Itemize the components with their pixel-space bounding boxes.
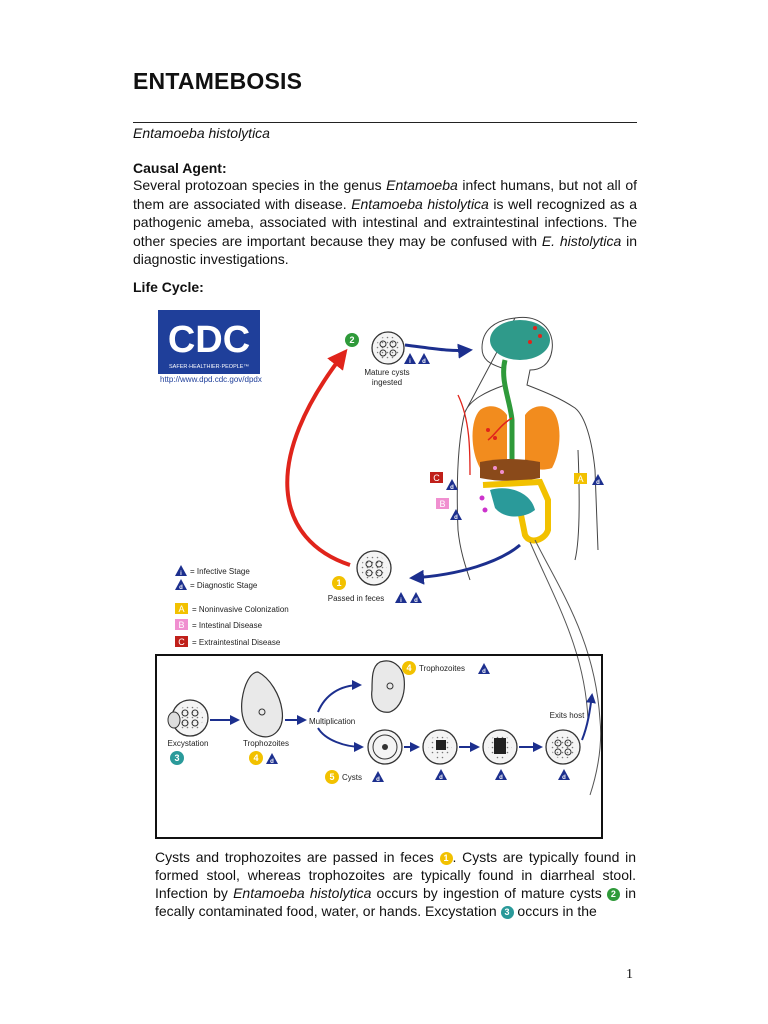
svg-text:B: B [439,499,445,509]
cdc-logo-text: CDC [168,319,250,361]
stage-5-badge [325,770,339,784]
trophozoite-4-image [371,660,405,713]
stage-3-badge [170,751,184,765]
svg-text:d: d [414,598,418,604]
marker-b [436,498,449,509]
stage-2-inline-badge: 2 [606,888,620,901]
svg-text:d: d [179,585,183,591]
stage-1-inline-badge: 1 [439,852,453,865]
stage-2-badge [345,333,359,347]
trophozoite-image [241,671,284,738]
svg-text:d: d [562,775,566,781]
legend-infective: = Infective Stage [190,567,250,576]
cdc-logo: CDC SAFER·HEALTHIER·PEOPLE™ [158,310,260,374]
causal-agent-paragraph: Several protozoan species in the genus E… [133,177,638,267]
red-cycle-arrow [285,348,351,567]
life-cycle-heading: Life Cycle: [133,279,204,295]
stage-3-inline-badge: 3 [500,906,514,919]
svg-text:A: A [577,474,583,484]
cysts-label: Cysts [342,773,362,782]
intestinal-stage-box [155,654,603,839]
svg-text:B: B [178,620,184,630]
exits-host-label: Exits host [550,711,585,720]
legend-diagnostic: = Diagnostic Stage [190,581,258,590]
description-paragraph: Cysts and trophozoites are passed in fec… [155,849,637,919]
svg-text:3: 3 [174,753,179,763]
page-title: ENTAMEBOSIS [133,68,303,94]
svg-text:d: d [422,359,426,365]
title-rule [133,122,637,123]
passed-in-feces-label: Passed in feces [328,594,384,603]
svg-text:d: d [499,775,503,781]
human-body-figure [456,316,599,581]
colon-organ [482,478,551,544]
cyst-stages-row [367,729,581,765]
multiplication-label: Multiplication [309,717,355,726]
trophozoites-4-label: Trophozoites [419,664,465,673]
mature-cyst-image [371,331,405,365]
trophozoites-label: Trophozoites [243,739,289,748]
marker-a [574,473,587,484]
legend-intestinal: = Intestinal Disease [192,621,263,630]
organism-name: Entamoeba histolytica [133,125,270,141]
cdc-tagline: SAFER·HEALTHIER·PEOPLE™ [169,364,249,370]
svg-text:4: 4 [406,663,411,673]
svg-text:A: A [178,604,184,614]
svg-text:C: C [433,473,440,483]
causal-agent-heading: Causal Agent: [133,160,227,176]
life-cycle-diagram: CDC SAFER·HEALTHIER·PEOPLE™ http://www.d… [155,310,604,839]
svg-text:d: d [439,775,443,781]
cdc-url: http://www.dpd.cdc.gov/dpdx [160,375,262,384]
excystation-image [167,699,209,737]
svg-text:i: i [400,598,402,604]
feces-arrow [409,543,521,585]
mature-cysts-label: Mature cysts [364,368,409,377]
stage-1-badge [332,576,346,590]
stage-4b-badge [402,661,416,675]
svg-text:d: d [376,777,380,783]
diagram-legend: i = Infective Stage d = Diagnostic Stage… [175,565,289,647]
ingestion-arrow [404,343,473,359]
svg-text:5: 5 [329,772,334,782]
svg-text:d: d [270,759,274,765]
legend-extraintestinal: = Extraintestinal Disease [192,638,281,647]
legend-noninvasive: = Noninvasive Colonization [192,605,289,614]
mature-cysts-label-2: ingested [372,378,402,387]
marker-c [430,472,443,483]
infective-stage-icon [404,353,416,364]
svg-text:1: 1 [336,578,341,588]
liver-organ [480,459,540,481]
page-number: 1 [626,967,633,982]
svg-text:2: 2 [349,335,354,345]
svg-text:i: i [180,571,182,577]
svg-text:C: C [178,637,185,647]
head-organ [490,320,550,360]
stage-4-badge [249,751,263,765]
svg-text:d: d [454,515,458,521]
diagnostic-stage-icon [418,353,430,364]
svg-text:d: d [450,485,454,491]
passed-cyst-image [356,550,392,586]
svg-text:i: i [409,359,411,365]
svg-text:d: d [596,480,600,486]
svg-text:4: 4 [253,753,258,763]
excystation-label: Excystation [168,739,209,748]
svg-text:d: d [482,669,486,675]
